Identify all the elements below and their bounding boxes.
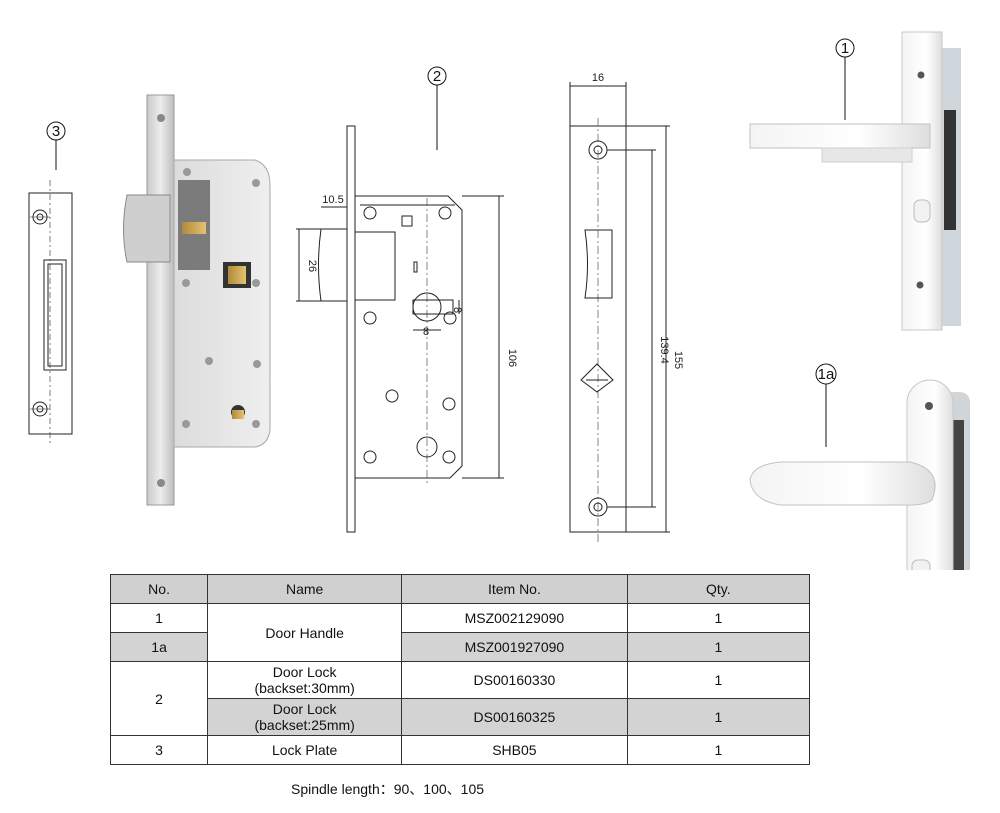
mortise-lock-drawing xyxy=(296,125,504,533)
cell-item-no: MSZ001927090 xyxy=(401,632,628,662)
svg-text:3: 3 xyxy=(52,123,60,140)
dim-8-horizontal: 8 xyxy=(423,326,429,338)
callout-3: 3 xyxy=(46,121,66,170)
cell-item-no: SHB05 xyxy=(401,735,628,765)
table-header-row: No. Name Item No. Qty. xyxy=(109,574,811,604)
table-row: 1a MSZ001927090 1 xyxy=(109,632,811,662)
dim-155: 155 xyxy=(672,351,684,369)
header-qty: Qty. xyxy=(626,574,811,604)
cell-no: 3 xyxy=(109,735,209,765)
cell-qty: 1 xyxy=(626,603,811,633)
svg-text:1a: 1a xyxy=(818,366,835,383)
name-line-2: (backset:30mm) xyxy=(254,680,355,696)
header-item-no: Item No. xyxy=(401,574,628,604)
callout-1a: 1a xyxy=(815,363,837,447)
table-row: 3 Lock Plate SHB05 1 xyxy=(109,735,811,765)
svg-text:2: 2 xyxy=(433,68,441,85)
callout-2: 2 xyxy=(427,66,447,150)
spindle-length-note: Spindle length：90、100、105 xyxy=(291,781,485,797)
cell-item-no: MSZ002129090 xyxy=(401,603,628,633)
name-line-1: Door Lock xyxy=(272,701,337,717)
cell-no: 1 xyxy=(109,603,209,633)
cell-item-no: DS00160330 xyxy=(401,661,628,699)
table-row: Door Lock (backset:25mm) DS00160325 1 xyxy=(111,698,811,736)
cell-item-no: DS00160325 xyxy=(401,698,628,736)
cell-qty: 1 xyxy=(626,735,811,765)
svg-text:1: 1 xyxy=(841,40,849,57)
door-handle-1-photo xyxy=(749,31,961,331)
table-row: 1 Door Handle MSZ002129090 1 xyxy=(109,603,811,662)
cell-qty: 1 xyxy=(626,698,811,736)
face-plate-drawing xyxy=(569,82,670,545)
cell-name-door-handle: Door Handle xyxy=(207,603,403,662)
header-no: No. xyxy=(109,574,209,604)
cell-no: 1a xyxy=(109,632,209,662)
cell-name: Lock Plate xyxy=(207,735,403,765)
dim-16: 16 xyxy=(592,72,604,84)
mortise-dimension-labels: 10.5 26 8 8 106 xyxy=(306,194,518,367)
header-name: Name xyxy=(207,574,403,604)
dim-106: 106 xyxy=(506,349,518,367)
mortise-lock-photo xyxy=(123,94,271,506)
cell-qty: 1 xyxy=(626,661,811,699)
door-handle-1a-photo xyxy=(749,379,970,570)
dim-26: 26 xyxy=(306,260,318,272)
cell-qty: 1 xyxy=(626,632,811,662)
lock-plate-drawing xyxy=(28,180,73,445)
face-plate-dimension-labels: 16 139.4 155 xyxy=(592,72,684,369)
dim-139-4: 139.4 xyxy=(658,336,670,364)
cell-name-door-lock-25: Door Lock (backset:25mm) xyxy=(207,698,403,736)
dim-8-vertical: 8 xyxy=(451,307,463,313)
cell-name-door-lock-30: Door Lock (backset:30mm) xyxy=(207,661,403,699)
technical-drawing: 3 xyxy=(28,31,970,570)
name-line-2: (backset:25mm) xyxy=(254,717,355,733)
dim-10-5: 10.5 xyxy=(322,194,343,206)
callout-1: 1 xyxy=(835,38,855,120)
table-row: 2 Door Lock (backset:30mm) DS00160330 1 xyxy=(109,661,811,736)
parts-table: No. Name Item No. Qty. 1 Door Handle MSZ… xyxy=(109,574,811,765)
name-line-1: Door Lock xyxy=(272,664,337,680)
cell-no-merged: 2 xyxy=(109,661,209,736)
